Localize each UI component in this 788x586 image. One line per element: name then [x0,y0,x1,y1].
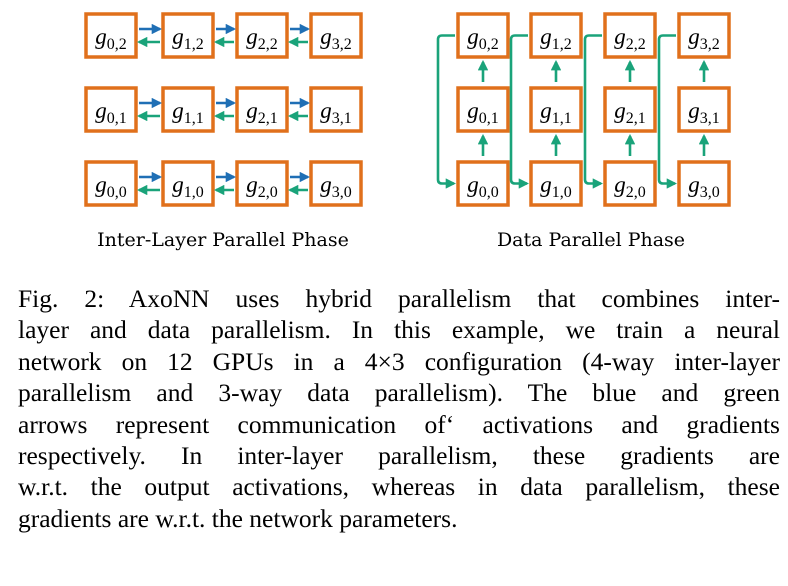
gpu-box: g2,1 [603,86,657,133]
gpu-box-border [84,86,138,133]
gpu-label: g1,0 [172,172,204,201]
data-parallel-phase-label: Data Parallel Phase [497,229,685,251]
gpu-label: g3,0 [320,172,352,201]
gpu-label: g0,2 [467,24,499,53]
figure-caption: Fig. 2: AxoNN uses hybrid parallelism th… [18,283,780,534]
allreduce-loop-arrow [436,34,457,189]
gpu-box: g1,0 [161,160,215,207]
gpu-box: g0,0 [456,160,510,207]
gpu-label: g0,0 [467,172,499,201]
gpu-box-border [529,160,583,207]
gpu-label: g2,0 [246,172,278,201]
gpu-box-border [309,160,363,207]
gpu-box: g2,1 [235,86,289,133]
allreduce-loop-arrow [657,34,678,189]
gpu-label: g1,2 [172,24,204,53]
gpu-box: g1,1 [529,86,583,133]
gpu-label: g0,1 [95,98,127,127]
gpu-box-border [309,12,363,59]
caption-line: arrows represent communication of‘ activ… [18,409,780,439]
gpu-box-border [84,160,138,207]
caption-line: gradients are w.r.t. the network paramet… [18,503,458,533]
gpu-box: g2,2 [235,12,289,59]
gpu-label: g3,2 [320,24,352,53]
gpu-box-border [677,12,731,59]
gpu-label: g2,2 [614,24,646,53]
gpu-label: g0,0 [95,172,127,201]
gpu-box: g2,0 [235,160,289,207]
gpu-box-border [456,12,510,59]
data-parallel-panel: g0,2 g1,2 g2,2 g3,2 g0,1 g1,1 g2,1 g3,1 g0,0 g1,0… [436,12,731,207]
gpu-box-border [235,86,289,133]
gpu-box: g1,2 [529,12,583,59]
gpu-label: g3,1 [320,98,352,127]
gpu-box-border [235,160,289,207]
gpu-box-border [529,12,583,59]
gpu-box: g0,0 [84,160,138,207]
gpu-label: g0,2 [95,24,127,53]
gpu-box: g3,1 [309,86,363,133]
inter-layer-panel: g0,2 g1,2 g2,2 g3,2 g0,1 g1,1 g2,1 g3,1 g0,0 g1,0… [84,12,363,207]
caption-line: layer and data parallelism. In this exam… [18,315,780,345]
caption-line: respectively. In inter-layer parallelism… [18,441,780,471]
gpu-box: g3,0 [309,160,363,207]
gpu-label: g3,0 [688,172,720,201]
caption-line: network on 12 GPUs in a 4×3 configuratio… [18,346,780,376]
gpu-box: g1,2 [161,12,215,59]
gpu-box: g0,1 [84,86,138,133]
gpu-box-border [84,12,138,59]
gpu-box: g0,2 [84,12,138,59]
gpu-box-border [603,86,657,133]
allreduce-loop-arrow [509,34,530,189]
gpu-label: g2,2 [246,24,278,53]
gpu-box-border [677,86,731,133]
gpu-box: g2,2 [603,12,657,59]
gpu-box-border [161,12,215,59]
gpu-box-border [235,12,289,59]
gpu-box: g3,2 [677,12,731,59]
gpu-label: g1,0 [540,172,572,201]
caption-line: Fig. 2: AxoNN uses hybrid parallelism th… [18,284,780,313]
gpu-box: g1,1 [161,86,215,133]
gpu-box-border [161,160,215,207]
gpu-label: g1,2 [540,24,572,53]
gpu-box: g3,2 [309,12,363,59]
gpu-box-border [456,160,510,207]
allreduce-loop-arrow [583,34,604,189]
gpu-box-border [603,12,657,59]
gpu-box-border [309,86,363,133]
gpu-box: g1,0 [529,160,583,207]
gpu-box: g0,1 [456,86,510,133]
gpu-box: g0,2 [456,12,510,59]
gpu-box-border [603,160,657,207]
inter-layer-phase-label: Inter-Layer Parallel Phase [97,229,349,251]
gpu-box: g3,1 [677,86,731,133]
gpu-label: g2,1 [614,98,646,127]
caption-line: w.r.t. the output activations, whereas i… [18,472,780,502]
gpu-label: g2,1 [246,98,278,127]
gpu-box-border [456,86,510,133]
gpu-label: g3,1 [688,98,720,127]
gpu-box-border [529,86,583,133]
gpu-box: g2,0 [603,160,657,207]
caption-line: parallelism and 3-way data parallelism).… [18,378,780,408]
gpu-label: g1,1 [540,98,572,127]
gpu-label: g2,0 [614,172,646,201]
gpu-label: g1,1 [172,98,204,127]
gpu-box-border [161,86,215,133]
gpu-box-border [677,160,731,207]
gpu-label: g3,2 [688,24,720,53]
gpu-label: g0,1 [467,98,499,127]
gpu-box: g3,0 [677,160,731,207]
